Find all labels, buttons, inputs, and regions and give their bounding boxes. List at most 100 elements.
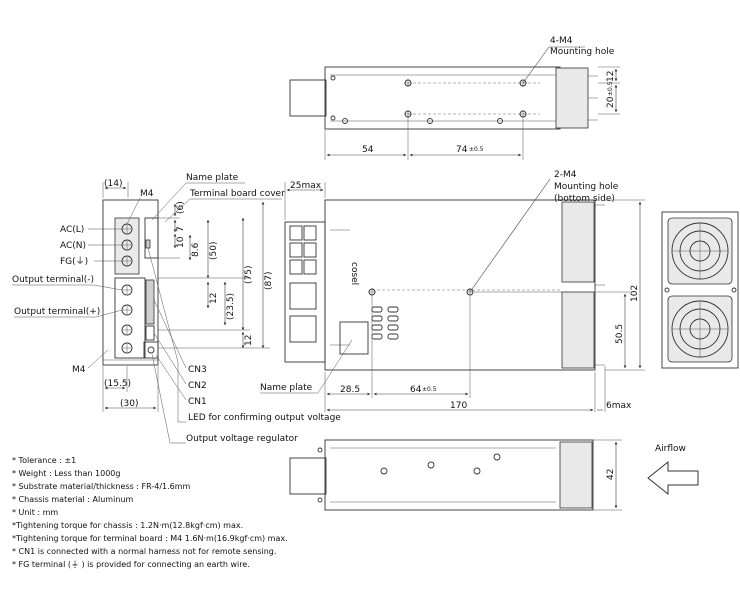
- screw-icon: [427, 118, 433, 124]
- screw-icon: [493, 453, 501, 461]
- fan-end-body: [661, 211, 739, 369]
- terminal-slot: [303, 242, 317, 258]
- screw-icon: [380, 467, 388, 475]
- dim-102: 102: [630, 285, 640, 302]
- terminal-slot: [289, 259, 303, 275]
- dim-20-tol: ±0.5: [607, 81, 614, 96]
- output-terminal-slot: [289, 282, 317, 310]
- screw-icon: [317, 497, 323, 503]
- screw-icon: [330, 115, 336, 121]
- screw-icon: [427, 461, 435, 469]
- dim-50: (50): [209, 242, 219, 260]
- hole-callout: 4-M4: [550, 36, 573, 46]
- side-hole-callout: 2-M4: [554, 170, 577, 180]
- label-led: LED for confirming output voltage: [188, 413, 341, 423]
- dim-8-6: 8.6: [191, 242, 201, 257]
- connector-cn2: [145, 325, 155, 341]
- fan-icon: [671, 222, 729, 280]
- dim-12a: 12: [209, 293, 219, 304]
- side-view-body: [324, 199, 596, 371]
- bottom-view: 42 Airflow: [289, 439, 699, 511]
- mounting-hole-icon: [404, 110, 412, 118]
- label-cn3: CN3: [188, 365, 207, 375]
- note-line: * Tolerance : ±1: [12, 456, 76, 465]
- front-view: AC(L) AC(N) FG(⏚) Output terminal(-) Out…: [12, 173, 341, 444]
- dim-10: 10: [176, 236, 186, 248]
- connector-cn3: [145, 279, 155, 325]
- dim-23-5: (23.5): [226, 293, 236, 320]
- bottom-view-fan: [559, 441, 593, 509]
- dim-64: 64: [410, 385, 422, 395]
- screw-icon: [330, 75, 336, 81]
- terminal-slot: [289, 242, 303, 258]
- dim-170: 170: [450, 401, 467, 411]
- label-regulator: Output voltage regulator: [186, 434, 298, 444]
- airflow-label: Airflow: [655, 444, 686, 454]
- top-view-fan: [555, 67, 589, 129]
- name-plate-area: [144, 217, 159, 259]
- label-ac-n: AC(N): [60, 241, 86, 251]
- dim-12-top: 12: [606, 71, 616, 82]
- dim-87: (87): [264, 272, 274, 290]
- dim-7: 7: [176, 226, 186, 232]
- bottom-view-body: [324, 439, 594, 511]
- terminal-screw-icon: [121, 324, 133, 336]
- note-line: * Substrate material/thickness : FR-4/1.…: [12, 482, 191, 491]
- label-name-plate-top: Name plate: [186, 173, 239, 183]
- dim-50-5: 50.5: [615, 324, 625, 344]
- note-line: *Tightening torque for terminal board : …: [12, 534, 288, 543]
- terminal-screw-icon: [121, 223, 133, 235]
- dim-14: (14): [104, 179, 122, 189]
- label-output-plus: Output terminal(+): [14, 307, 100, 317]
- note-line: * CN1 is connected with a normal harness…: [12, 547, 276, 556]
- mounting-hole-icon: [368, 288, 376, 296]
- fan-upper: [561, 201, 595, 283]
- dim-74: 74: [456, 145, 468, 155]
- hole-callout-sub: Mounting hole: [550, 47, 615, 57]
- label-output-minus: Output terminal(-): [12, 275, 94, 285]
- label-terminal-board-cover: Terminal board cover: [189, 189, 285, 199]
- dim-54: 54: [362, 145, 374, 155]
- notes: * Tolerance : ±1 * Weight : Less than 10…: [12, 456, 288, 569]
- note-line: * Chassis material : Aluminum: [12, 495, 133, 504]
- mounting-hole-icon: [404, 79, 412, 87]
- side-view: cosel 25max 2-M4 Mounting hole (bottom s…: [260, 170, 645, 412]
- note-line: * Weight : Less than 1000g: [12, 469, 120, 478]
- terminal-slot: [303, 259, 317, 275]
- label-m4-bottom: M4: [72, 365, 86, 375]
- top-view-input-block: [289, 79, 327, 117]
- screw-icon: [473, 467, 481, 475]
- dim-20-top: 20: [606, 96, 616, 108]
- dim-30: (30): [120, 399, 138, 409]
- fan-end-view: [661, 211, 739, 369]
- terminal-slot: [303, 225, 317, 241]
- screw-icon: [317, 447, 323, 453]
- label-m4-top: M4: [140, 189, 154, 199]
- led-icon: [145, 239, 151, 249]
- airflow-arrow-icon: [647, 460, 699, 496]
- output-terminal-block: [114, 277, 146, 359]
- label-fg: FG(⏚): [60, 256, 88, 267]
- dim-74-tol: ±0.5: [469, 146, 484, 153]
- terminal-screw-icon: [121, 284, 133, 296]
- note-line: * FG terminal (⏚ ) is provided for conne…: [12, 560, 250, 569]
- regulator-knob-icon: [147, 346, 155, 354]
- brand-logo: cosel: [349, 262, 359, 285]
- dim-12b: 12: [244, 335, 254, 346]
- screw-icon: [342, 118, 348, 124]
- dim-15-5: (15.5): [104, 379, 131, 389]
- front-view-body: [102, 199, 159, 366]
- screw-icon: [497, 118, 503, 124]
- terminal-screw-icon: [121, 304, 133, 316]
- label-ac-l: AC(L): [60, 225, 84, 235]
- output-terminal-slot: [289, 315, 317, 343]
- terminal-slot: [289, 225, 303, 241]
- terminal-screw-icon: [121, 342, 133, 354]
- top-view: 4-M4 Mounting hole 54 74 ±0.5 12 20 ±0.5: [289, 36, 620, 160]
- terminal-screw-icon: [121, 239, 133, 251]
- dim-42: 42: [606, 469, 616, 480]
- dim-25max: 25max: [290, 181, 322, 191]
- bottom-view-input-block: [289, 457, 327, 495]
- label-cn1: CN1: [188, 397, 207, 407]
